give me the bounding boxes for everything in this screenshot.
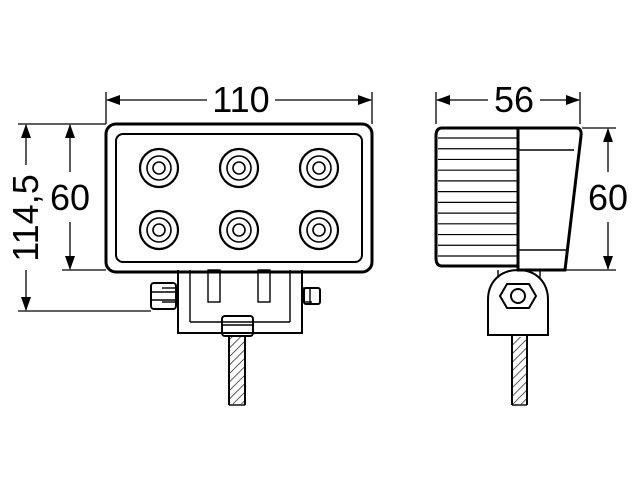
- dimension-overall-height: 114,5: [5, 123, 151, 312]
- side-mounting-bracket: [487, 268, 549, 336]
- dimension-front-height: 60: [50, 124, 106, 271]
- led-array: [138, 147, 340, 251]
- side-stud: [511, 336, 528, 406]
- dimension-label-front-width: 110: [212, 79, 269, 120]
- front-view: [104, 122, 374, 406]
- led-2: [218, 147, 260, 189]
- led-3: [298, 147, 340, 189]
- side-view: [434, 126, 583, 406]
- side-heatsink: [434, 126, 518, 268]
- front-stud-nut: [221, 315, 254, 406]
- dimension-side-height: 60: [566, 127, 628, 271]
- led-6: [298, 209, 340, 251]
- led-5: [218, 209, 260, 251]
- front-housing: [104, 122, 374, 274]
- front-mounting-bracket: [162, 269, 318, 334]
- heatsink-fins: [438, 137, 517, 257]
- dimension-label-side-depth: 56: [494, 79, 534, 120]
- front-right-bolt: [303, 287, 321, 305]
- dimension-side-depth: 56: [435, 79, 581, 124]
- led-4: [138, 209, 180, 251]
- side-front-lens: [516, 126, 583, 272]
- dimension-label-front-height: 60: [50, 177, 90, 218]
- dimension-front-width: 110: [105, 79, 373, 124]
- led-1: [138, 147, 180, 189]
- dimension-label-side-height: 60: [588, 177, 628, 218]
- dimension-label-overall-height: 114,5: [5, 174, 46, 261]
- side-bolt-head: [498, 283, 538, 309]
- front-left-bolt: [150, 282, 177, 310]
